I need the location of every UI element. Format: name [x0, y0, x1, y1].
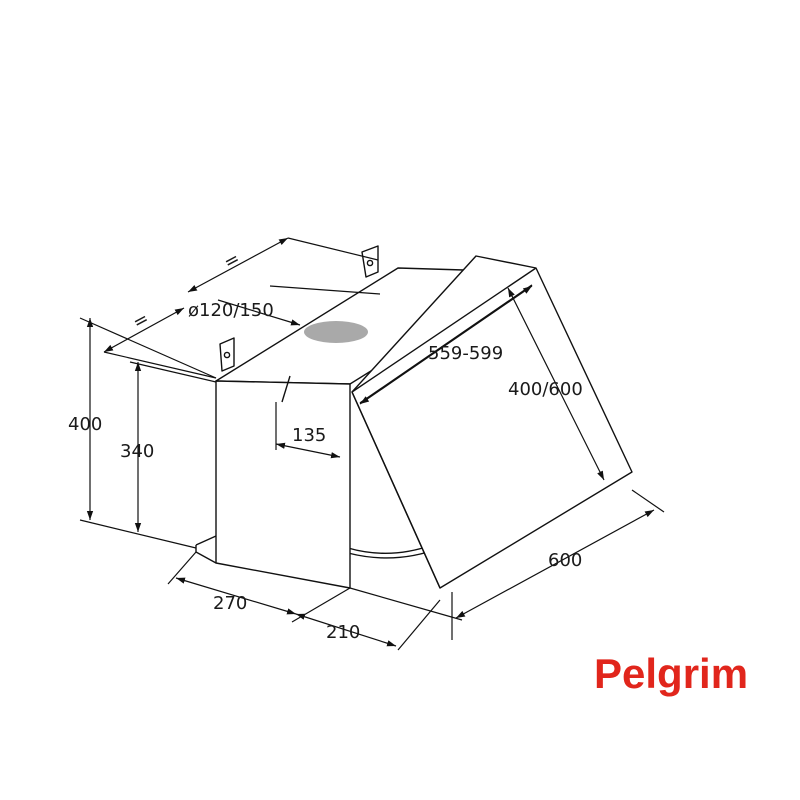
- height-340-label: 340: [120, 441, 154, 462]
- duct-opening-icon: [304, 321, 368, 343]
- offset-135-label: 135: [292, 425, 326, 446]
- dimension-lines: [79, 237, 665, 651]
- front-face: [215, 380, 351, 589]
- panel-400-600-label: 400/600: [508, 379, 583, 400]
- width-559-599-label: 559-599: [428, 343, 503, 364]
- equal-left-label: =: [129, 308, 152, 334]
- width-600-label: 600: [548, 550, 582, 571]
- height-400-label: 400: [68, 414, 102, 435]
- duct-diameter-label: ø120/150: [188, 300, 274, 321]
- depth-270-label: 270: [213, 593, 247, 614]
- equal-top-label: =: [220, 248, 243, 274]
- brand-logo: Pelgrim: [594, 650, 748, 697]
- depth-210-label: 210: [326, 622, 360, 643]
- hood-body: [195, 245, 633, 589]
